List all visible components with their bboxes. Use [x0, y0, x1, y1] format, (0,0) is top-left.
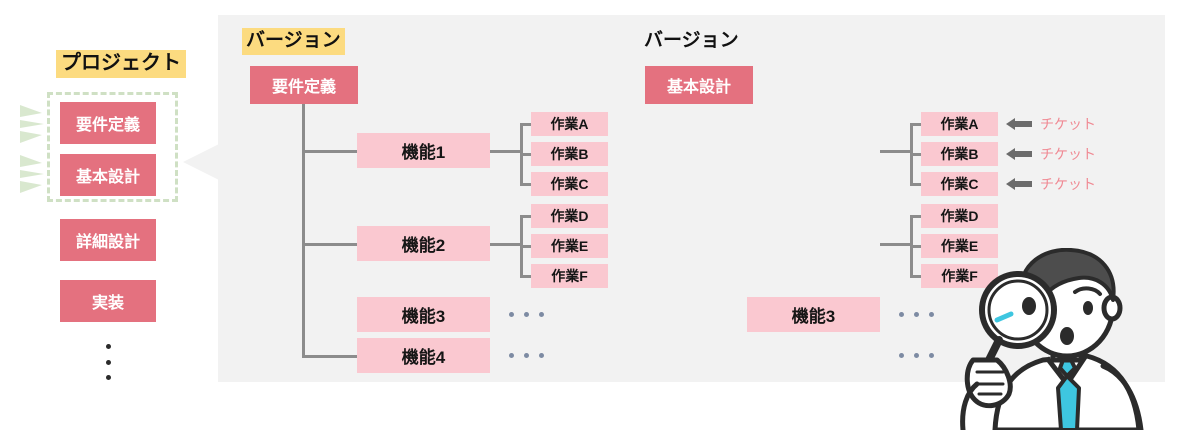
phase-box-detail-design[interactable]: 詳細設計 [60, 219, 156, 261]
branch-line-f4 [302, 355, 359, 358]
ticket-arrow-icon-a [1006, 117, 1032, 131]
rf1-stem [880, 150, 913, 153]
ticket-arrow-icon-b [1006, 147, 1032, 161]
feature-box-4[interactable]: 機能4 [357, 338, 490, 373]
version-root-requirements[interactable]: 要件定義 [250, 66, 358, 104]
f2-stem [490, 243, 523, 246]
task-box-f[interactable]: 作業F [531, 264, 608, 288]
rf1-task-c-line [910, 183, 924, 186]
panel-pointer-arrow [183, 144, 219, 180]
rf2-task-d-line [910, 215, 924, 218]
feature-4-ellipsis [509, 353, 544, 358]
ticket-label-b: チケット [1040, 146, 1096, 162]
f1-task-a-line [520, 123, 534, 126]
rf2-task-e-line [910, 245, 924, 248]
task-box-b[interactable]: 作業B [531, 142, 608, 166]
highlighted-phases-outline [47, 92, 178, 202]
man-with-magnifying-glass-illustration [955, 247, 1170, 433]
task-box-d[interactable]: 作業D [531, 204, 608, 228]
project-title: プロジェクト [56, 50, 186, 78]
f1-stem [490, 150, 523, 153]
r-task-box-e[interactable]: 作業E [921, 234, 998, 258]
r-task-box-c[interactable]: 作業C [921, 172, 998, 196]
branch-line-f1 [302, 150, 359, 153]
rf1-task-b-line [910, 153, 924, 156]
r-task-box-d[interactable]: 作業D [921, 204, 998, 228]
phase-box-implementation[interactable]: 実装 [60, 280, 156, 322]
rf2-task-f-line [910, 275, 924, 278]
ticket-label-c: チケット [1040, 176, 1096, 192]
version-label-right: バージョン [644, 30, 739, 51]
task-box-e[interactable]: 作業E [531, 234, 608, 258]
phase-box-requirements[interactable]: 要件定義 [60, 102, 156, 144]
phase-box-basic-design[interactable]: 基本設計 [60, 154, 156, 196]
version-label-left: バージョン [242, 28, 345, 55]
feature-box-1[interactable]: 機能1 [357, 133, 490, 168]
r-task-box-b[interactable]: 作業B [921, 142, 998, 166]
f1-task-b-line [520, 153, 534, 156]
f2-task-e-line [520, 245, 534, 248]
project-ellipsis [105, 344, 111, 380]
r-feature-box-3[interactable]: 機能3 [747, 297, 880, 332]
rf1-task-a-line [910, 123, 924, 126]
branch-line-f2 [302, 243, 359, 246]
task-box-a[interactable]: 作業A [531, 112, 608, 136]
rf2-stem [880, 243, 913, 246]
r-feature-3-ellipsis [899, 312, 934, 317]
feature-3-ellipsis [509, 312, 544, 317]
motion-marks-icon-2 [20, 153, 50, 197]
r-task-box-f[interactable]: 作業F [921, 264, 998, 288]
task-box-c[interactable]: 作業C [531, 172, 608, 196]
f2-task-f-line [520, 275, 534, 278]
feature-box-2[interactable]: 機能2 [357, 226, 490, 261]
r-task-box-a[interactable]: 作業A [921, 112, 998, 136]
feature-box-3[interactable]: 機能3 [357, 297, 490, 332]
ticket-arrow-icon-c [1006, 177, 1032, 191]
r-feature-4-ellipsis [899, 353, 934, 358]
ticket-label-a: チケット [1040, 116, 1096, 132]
f2-task-d-line [520, 215, 534, 218]
f1-task-c-line [520, 183, 534, 186]
trunk-line [302, 104, 305, 358]
version-root-basic-design[interactable]: 基本設計 [645, 66, 753, 104]
motion-marks-icon [20, 103, 50, 147]
